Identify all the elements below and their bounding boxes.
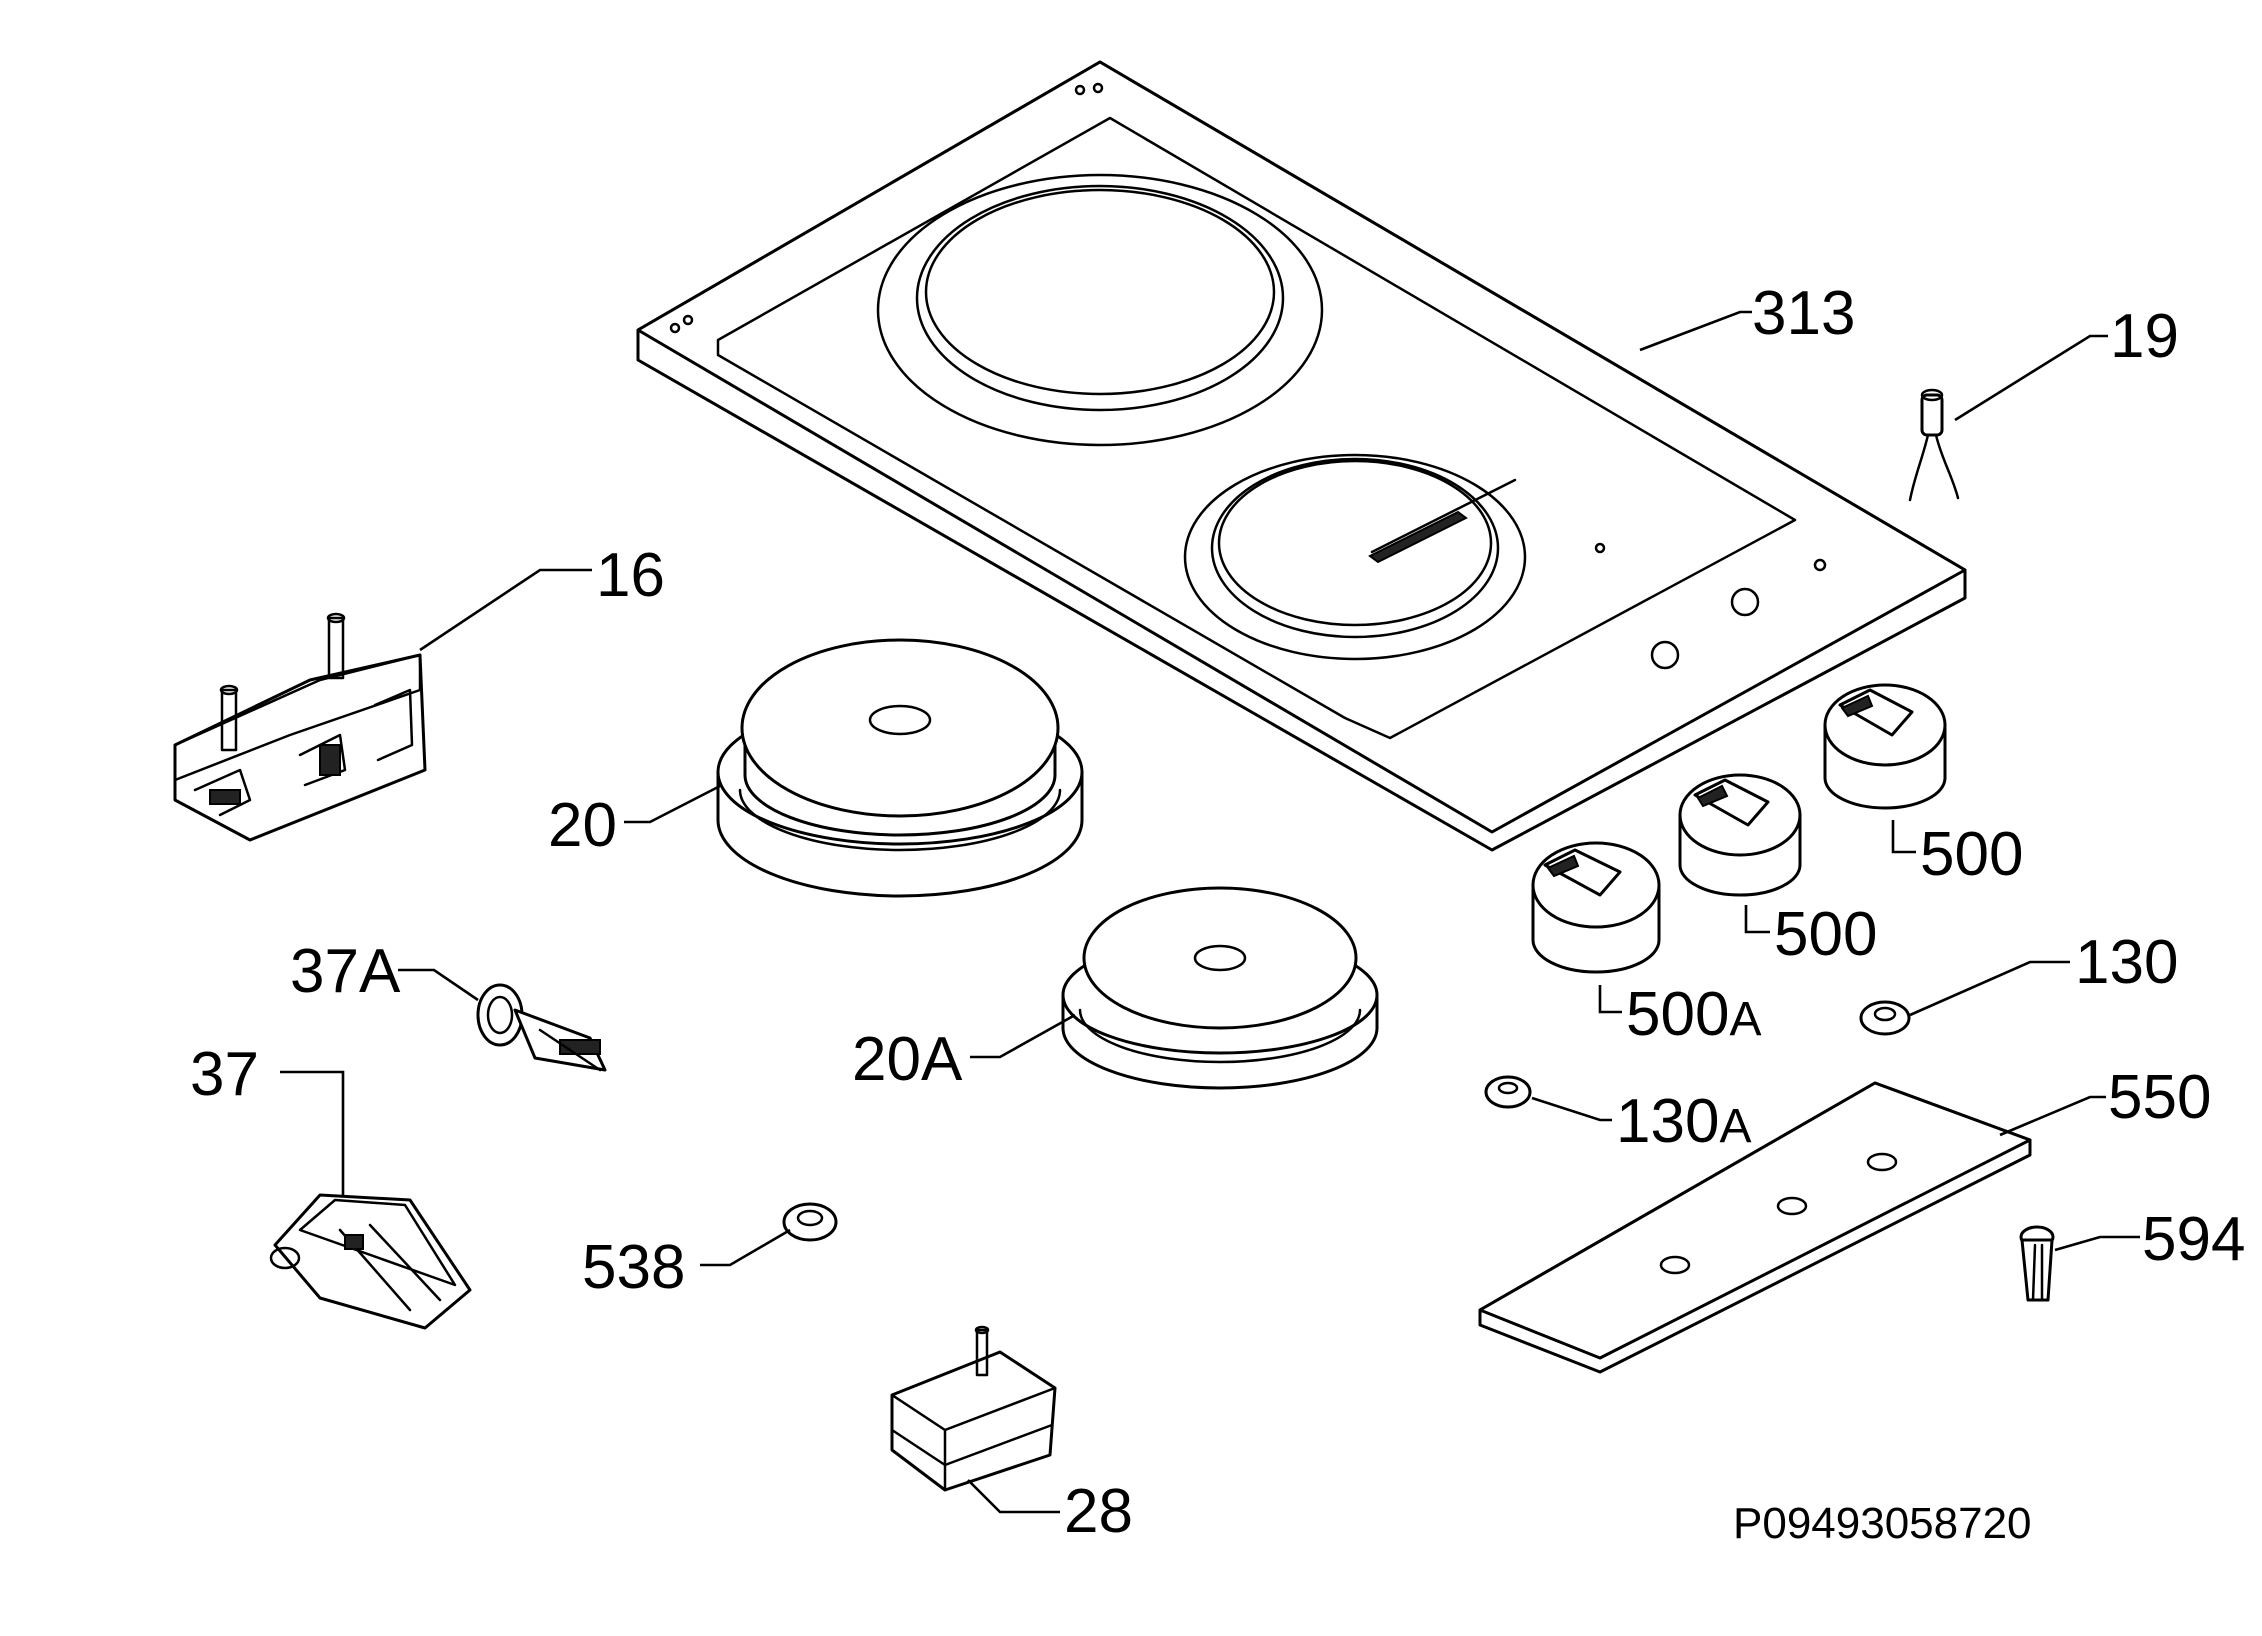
callout-313: 313 [1752, 279, 1855, 348]
callout-28: 28 [1064, 1477, 1133, 1546]
callout-labels: 313 19 16 20 20A 37A 37 538 28 500 500 5… [190, 279, 2245, 1548]
switch-box [890, 1325, 1057, 1492]
spacer-130 [1859, 1000, 1911, 1036]
control-knob-500A [1531, 841, 1661, 974]
small-hotplate-recess [1183, 453, 1527, 661]
callout-500-mid: 500 [1774, 900, 1877, 969]
callout-538: 538 [582, 1233, 685, 1302]
callout-19: 19 [2110, 302, 2179, 371]
large-hotplate [716, 638, 1084, 898]
callout-130: 130 [2075, 928, 2178, 997]
callout-20: 20 [548, 791, 617, 860]
control-knob-500-mid [1678, 773, 1802, 897]
spacer-130A [1484, 1075, 1532, 1109]
callout-130A: 130A [1616, 1087, 1751, 1156]
pilot-lamp [476, 983, 607, 1072]
energy-regulator-switch [173, 612, 427, 842]
nut-538 [782, 1202, 838, 1242]
callout-550: 550 [2108, 1063, 2211, 1132]
drawing-code: P09493058720 [1733, 1499, 2032, 1548]
large-hotplate-recess [876, 173, 1324, 447]
terminal-block [269, 1193, 472, 1330]
control-panel-strip [1478, 1081, 2032, 1374]
callout-500-right: 500 [1920, 820, 2023, 889]
callout-594: 594 [2142, 1205, 2245, 1274]
callout-37A: 37A [290, 937, 401, 1006]
callout-500A: 500A [1626, 980, 1761, 1049]
sensor-19 [1908, 388, 1960, 502]
clip-594 [2019, 1225, 2055, 1302]
control-knob-500-right [1823, 683, 1947, 810]
callout-37: 37 [190, 1040, 259, 1109]
callout-16: 16 [596, 541, 665, 610]
leader-lines [280, 310, 2140, 1514]
small-hotplate [1061, 886, 1379, 1090]
callout-20A: 20A [852, 1025, 963, 1094]
hob-top-plate [636, 60, 1967, 852]
